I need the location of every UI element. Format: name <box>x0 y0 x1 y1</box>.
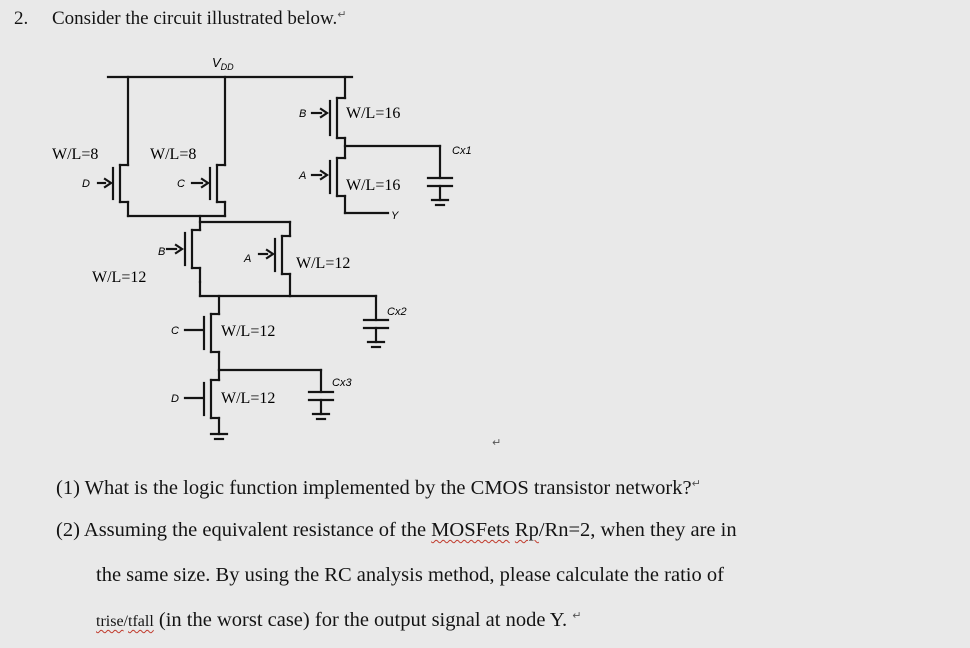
tfall-term: tfall <box>128 613 154 630</box>
pmos-a-top-size: W/L=16 <box>346 177 400 194</box>
nmos-d-gate: D <box>171 393 179 405</box>
return-mark: ↵ <box>572 609 582 622</box>
pmos-c-size: W/L=8 <box>150 146 196 163</box>
nmos-c-size: W/L=12 <box>221 323 275 340</box>
nmos-c-gate: C <box>171 325 179 337</box>
subquestion-1-text: (1) What is the logic function implement… <box>56 477 692 499</box>
return-mark: ↵ <box>492 436 502 449</box>
pmos-d-gate: D <box>82 178 90 190</box>
trise-term: trise <box>96 613 124 630</box>
rp-term: Rp <box>514 519 539 541</box>
cap-cx3-label: Cx3 <box>332 377 352 389</box>
pmos-c-gate: C <box>177 178 185 190</box>
mosfets-term: MOSFets <box>431 519 510 541</box>
subquestion-1: (1) What is the logic function implement… <box>56 478 701 499</box>
pmos-a-mid-size: W/L=12 <box>296 255 350 272</box>
pmos-a-top-gate: A <box>298 170 306 182</box>
cap-cx2-label: Cx2 <box>387 306 407 318</box>
question-title: Consider the circuit illustrated below.↵ <box>52 8 347 30</box>
pmos-b-mid-size: W/L=12 <box>92 269 146 286</box>
subquestion-2-text: /Rn=2, when they are in <box>538 519 737 541</box>
pmos-d-size: W/L=8 <box>52 146 98 163</box>
subquestion-2-line-1: (2) Assuming the equivalent resistance o… <box>56 520 737 541</box>
pmos-b-top-size: W/L=16 <box>346 105 400 122</box>
question-number: 2. <box>14 8 29 29</box>
return-mark: ↵ <box>691 477 701 490</box>
subquestion-2-text: (2) Assuming the equivalent resistance o… <box>56 519 432 541</box>
vdd-label: VDD <box>212 55 234 72</box>
cap-cx1-label: Cx1 <box>452 145 472 157</box>
subquestion-2-line-2: the same size. By using the RC analysis … <box>96 564 724 586</box>
cmos-circuit-diagram: VDD W/L=8 D W/L=8 C B W/L=16 A W/L=16 Cx… <box>52 55 472 441</box>
nmos-d-size: W/L=12 <box>221 390 275 407</box>
return-mark: ↵ <box>337 8 347 21</box>
subquestion-2-text: (in the worst case) for the output signa… <box>153 609 568 631</box>
subquestion-2-line-3: trise/tfall (in the worst case) for the … <box>96 610 581 631</box>
pmos-b-top-gate: B <box>299 108 306 120</box>
pmos-b-mid-gate: B <box>158 246 165 258</box>
pmos-a-mid-gate: A <box>243 253 251 265</box>
output-y-label: Y <box>391 210 399 222</box>
question-title-text: Consider the circuit illustrated below. <box>52 8 338 29</box>
slash: / <box>123 613 128 630</box>
